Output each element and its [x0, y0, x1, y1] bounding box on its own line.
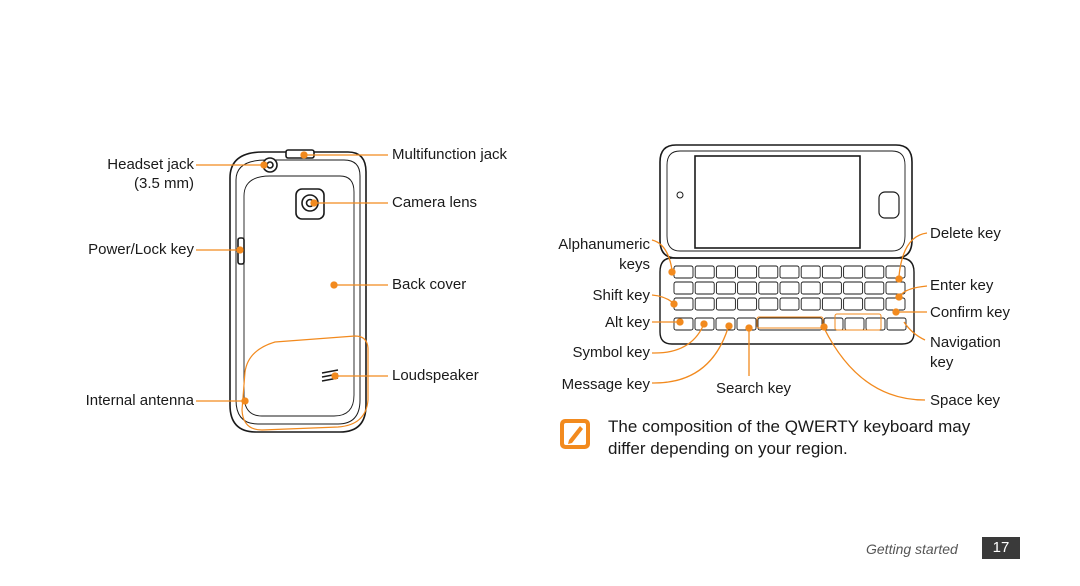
- keyboard-key: [694, 297, 715, 311]
- keyboard-key: [885, 281, 906, 295]
- label-search-key: Search key: [716, 380, 792, 397]
- keyboard-key: [737, 265, 758, 279]
- region-note-line2: differ depending on your region.: [608, 439, 848, 458]
- label-shift-key: Shift key: [592, 287, 650, 304]
- multifunction-jack: [285, 149, 315, 159]
- keyboard-key: [885, 265, 906, 279]
- region-note-line1: The composition of the QWERTY keyboard m…: [608, 417, 971, 436]
- keyboard-key: [821, 281, 842, 295]
- keyboard-key: [844, 317, 865, 331]
- leaders-left: [196, 151, 388, 405]
- label-confirm-key: Confirm key: [930, 304, 1011, 321]
- slider-keyboard-outline: [659, 257, 915, 345]
- phone-back-inner: [235, 159, 361, 425]
- keyboard-key: [864, 297, 885, 311]
- label-enter-key: Enter key: [930, 277, 994, 294]
- keyboard-key: [779, 265, 800, 279]
- keyboard-key: [843, 281, 864, 295]
- region-note: The composition of the QWERTY keyboard m…: [608, 416, 1008, 460]
- note-icon: [560, 419, 590, 449]
- keyboard-key: [779, 297, 800, 311]
- label-navigation-key-2: key: [930, 354, 954, 371]
- label-navigation-key: Navigation: [930, 334, 1001, 351]
- keyboard-key: [800, 265, 821, 279]
- keyboard-key: [715, 297, 736, 311]
- label-back-cover: Back cover: [392, 276, 467, 293]
- label-alphanumeric-keys: Alphanumeric: [558, 236, 650, 253]
- keyboard-key: [800, 297, 821, 311]
- keyboard-key: [800, 281, 821, 295]
- internal-antenna-area: [241, 335, 369, 431]
- keyboard-key: [864, 281, 885, 295]
- keyboard-key: [715, 265, 736, 279]
- phone-back-outline: [229, 151, 367, 433]
- label-headset-jack: Headset jack: [107, 156, 194, 173]
- qwerty-keyboard: [673, 265, 907, 331]
- keyboard-key: [886, 317, 907, 331]
- keyboard-key: [694, 281, 715, 295]
- leaders-right: [651, 232, 928, 401]
- phone-slider: [659, 144, 915, 345]
- key-highlights: [756, 313, 882, 331]
- label-delete-key: Delete key: [930, 225, 1001, 242]
- keyboard-key: [885, 297, 906, 311]
- keyboard-key: [843, 297, 864, 311]
- keyboard-key: [694, 265, 715, 279]
- label-alphanumeric-keys-2: keys: [619, 256, 650, 273]
- keyboard-key: [673, 281, 694, 295]
- footer-section-title: Getting started: [866, 541, 958, 557]
- label-internal-antenna: Internal antenna: [85, 392, 194, 409]
- keyboard-key: [865, 317, 886, 331]
- camera-module: [295, 188, 325, 220]
- keyboard-key: [843, 265, 864, 279]
- keyboard-key: [758, 297, 779, 311]
- page-number: 17: [982, 537, 1020, 559]
- label-alt-key: Alt key: [604, 314, 650, 331]
- keyboard-key: [715, 317, 736, 331]
- label-headset-jack-size: (3.5 mm): [134, 175, 194, 192]
- label-power-lock-key: Power/Lock key: [88, 241, 194, 258]
- keyboard-key: [758, 265, 779, 279]
- keyboard-key: [779, 281, 800, 295]
- phone-back: [229, 149, 367, 433]
- keyboard-key: [715, 281, 736, 295]
- label-space-key: Space key: [930, 392, 1001, 409]
- label-camera-lens: Camera lens: [392, 194, 478, 211]
- keyboard-key: [821, 265, 842, 279]
- back-cover-panel: [243, 175, 355, 417]
- label-symbol-key: Symbol key: [572, 344, 650, 361]
- keyboard-key: [758, 281, 779, 295]
- keyboard-key: [673, 265, 694, 279]
- keyboard-key: [737, 297, 758, 311]
- label-loudspeaker: Loudspeaker: [392, 367, 479, 384]
- keyboard-key: [864, 265, 885, 279]
- label-multifunction-jack: Multifunction jack: [392, 146, 508, 163]
- optical-button: [878, 191, 900, 219]
- keyboard-key: [737, 281, 758, 295]
- keyboard-key: [821, 297, 842, 311]
- display-screen: [694, 155, 861, 249]
- label-message-key: Message key: [561, 376, 650, 393]
- keyboard-key: [673, 317, 694, 331]
